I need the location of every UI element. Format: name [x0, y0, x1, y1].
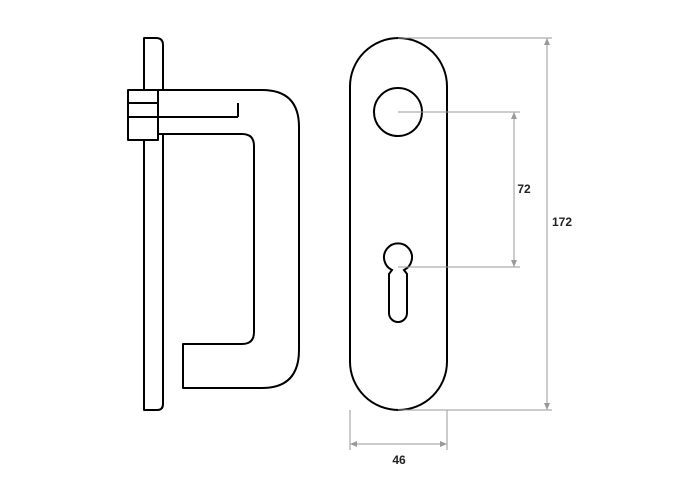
center-distance-label: 72: [517, 182, 531, 196]
front-view: [349, 37, 448, 411]
keyhole: [383, 242, 413, 323]
handle-lever: [157, 89, 300, 389]
width-label: 46: [392, 453, 406, 467]
center-arrow-bottom: [511, 260, 517, 267]
side-view: [127, 37, 300, 411]
width-arrow-right: [440, 441, 447, 447]
width-arrow-left: [350, 441, 357, 447]
dimension-arrows: [350, 38, 550, 447]
height-arrow-bottom: [544, 403, 550, 410]
height-arrow-top: [544, 38, 550, 45]
center-arrow-top: [511, 112, 517, 119]
height-label: 172: [552, 215, 572, 229]
dimension-lines: [349, 37, 552, 450]
